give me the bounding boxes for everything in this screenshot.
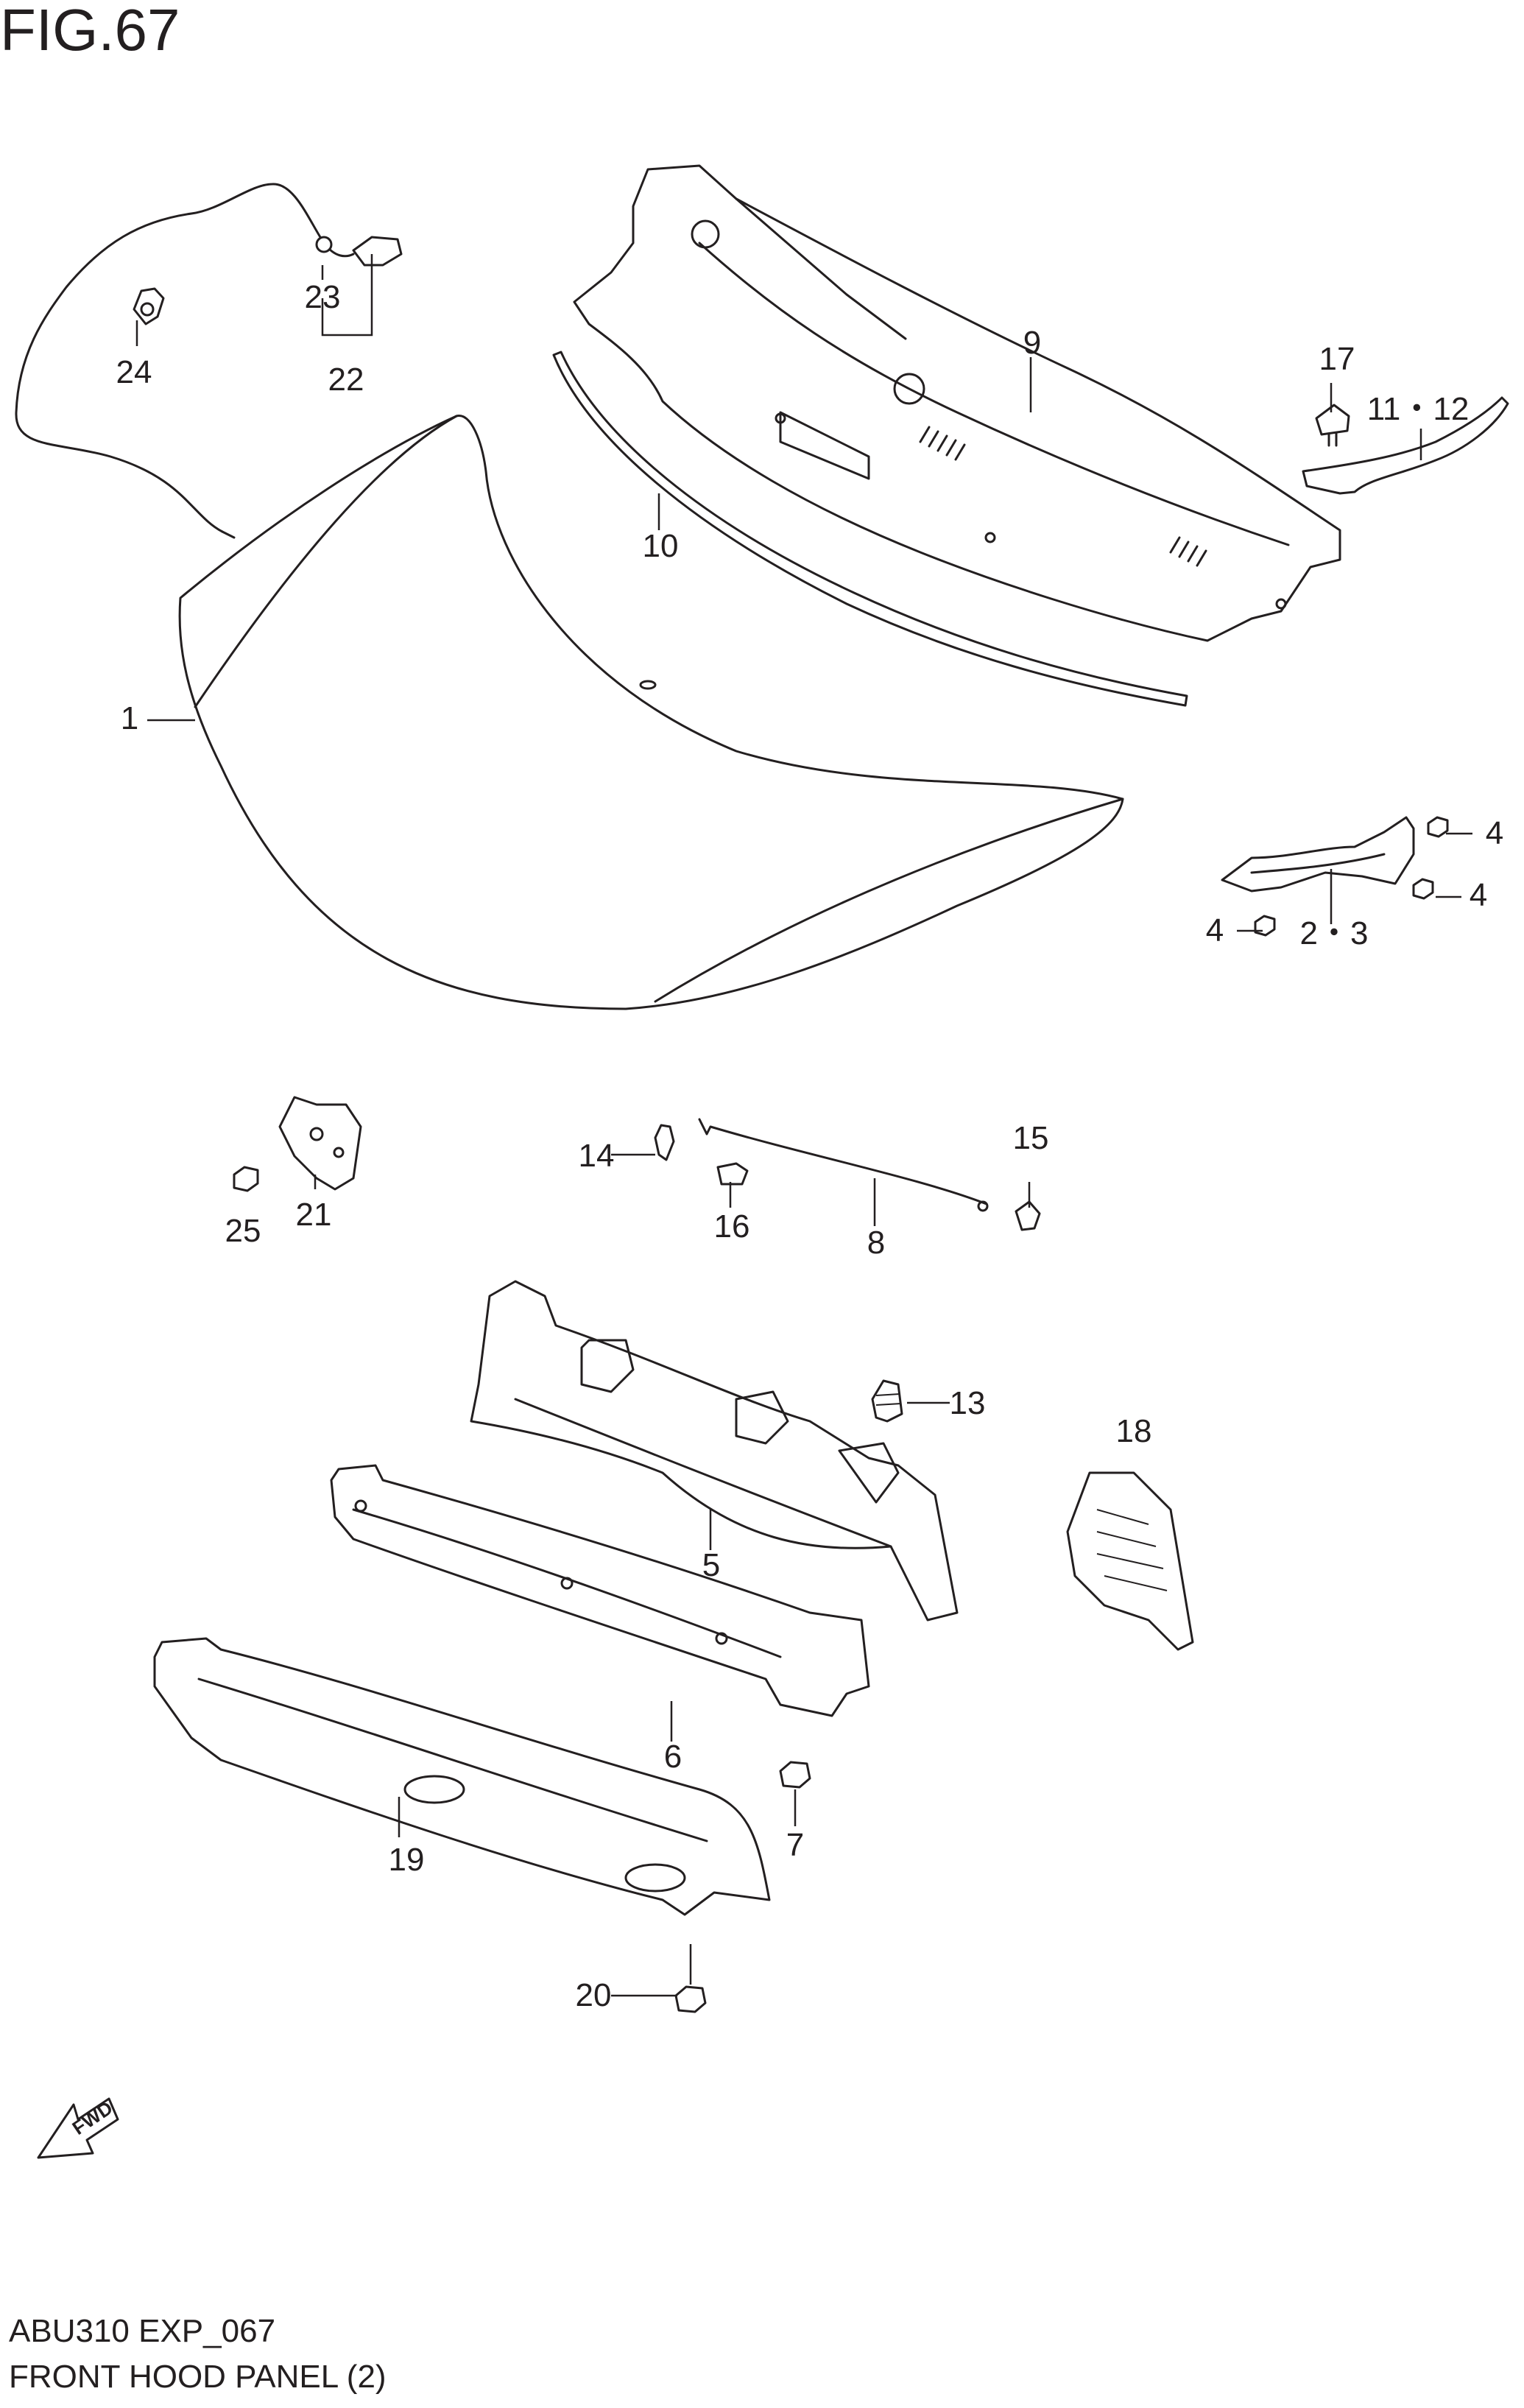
callout-19: 19 bbox=[389, 1842, 425, 1878]
callout-24: 24 bbox=[116, 354, 152, 390]
callout-4-top: 4 bbox=[1486, 815, 1503, 851]
upper-member bbox=[330, 1464, 870, 1717]
cowl-top-panel bbox=[573, 164, 1341, 642]
lock-support-member bbox=[470, 1280, 959, 1622]
cowl-side-garnish bbox=[1302, 396, 1509, 495]
bumper-stopper-13 bbox=[871, 1379, 903, 1423]
hood-support-rod bbox=[698, 1118, 989, 1212]
hood-seal bbox=[552, 351, 1188, 707]
bolt-7 bbox=[779, 1761, 811, 1789]
lower-cross-member bbox=[153, 1637, 771, 1916]
callout-5: 5 bbox=[702, 1547, 720, 1583]
callout-2-3: 2・3 bbox=[1300, 915, 1369, 951]
callout-10: 10 bbox=[643, 528, 679, 564]
callout-11-12: 11・12 bbox=[1367, 391, 1470, 427]
callout-13: 13 bbox=[950, 1385, 986, 1421]
side-cover bbox=[1066, 1471, 1194, 1651]
callout-4-middle: 4 bbox=[1470, 877, 1487, 913]
callout-25: 25 bbox=[225, 1213, 261, 1249]
callout-4-left: 4 bbox=[1206, 912, 1224, 948]
leader-lines bbox=[135, 254, 1472, 1997]
callout-7: 7 bbox=[786, 1827, 804, 1863]
callout-18: 18 bbox=[1116, 1413, 1152, 1449]
forward-direction-arrow: FWD bbox=[37, 2097, 119, 2159]
callout-1: 1 bbox=[121, 700, 138, 736]
callouts: 1 2・3 4 4 4 5 6 7 8 9 10 11・12 13 14 15 … bbox=[116, 279, 1504, 2013]
cable-clip bbox=[133, 287, 165, 325]
rod-holder-15 bbox=[1015, 1200, 1041, 1231]
callout-14: 14 bbox=[579, 1138, 615, 1174]
callout-15: 15 bbox=[1013, 1120, 1049, 1156]
callout-17: 17 bbox=[1319, 341, 1355, 377]
callout-23: 23 bbox=[305, 279, 341, 315]
bolt-25 bbox=[233, 1166, 259, 1192]
figure-title: FIG.67 bbox=[0, 0, 180, 63]
callout-21: 21 bbox=[296, 1197, 332, 1233]
figure-code: ABU310 EXP_067 bbox=[9, 2313, 275, 2349]
hood-hinge bbox=[1221, 816, 1415, 893]
callout-8: 8 bbox=[867, 1225, 885, 1261]
figure-name: FRONT HOOD PANEL (2) bbox=[9, 2359, 387, 2395]
hood-panel bbox=[178, 415, 1124, 1010]
rod-holder-14 bbox=[654, 1124, 675, 1161]
callout-6: 6 bbox=[664, 1739, 682, 1775]
grommet-16 bbox=[716, 1162, 749, 1186]
callout-9: 9 bbox=[1023, 325, 1041, 361]
callout-22: 22 bbox=[328, 362, 364, 398]
hood-latch bbox=[278, 1096, 362, 1191]
callout-20: 20 bbox=[576, 1977, 612, 2013]
bolt-20 bbox=[674, 1985, 707, 2013]
hood-release-cable bbox=[15, 183, 403, 539]
callout-16: 16 bbox=[714, 1208, 750, 1245]
push-clip-17 bbox=[1315, 404, 1350, 447]
